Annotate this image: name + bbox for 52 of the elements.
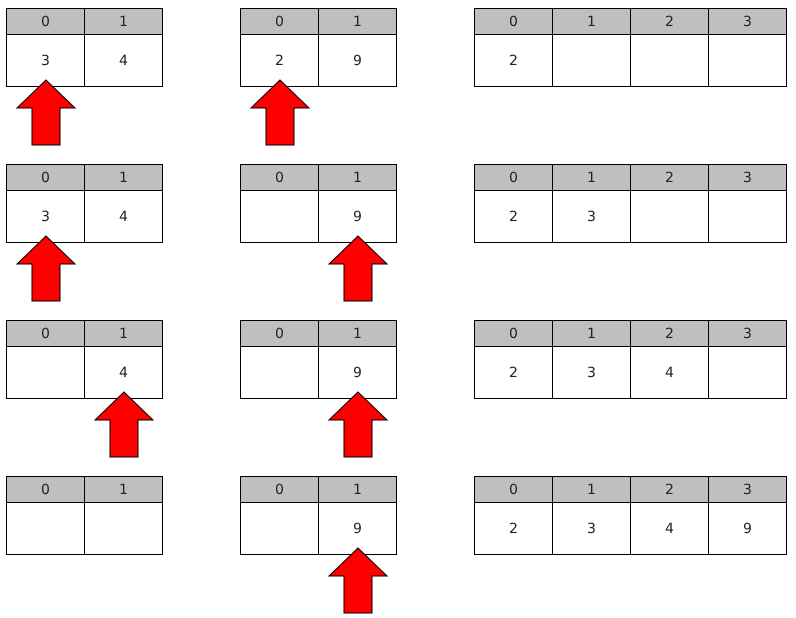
index-header: 0 — [241, 9, 318, 34]
index-header: 1 — [85, 165, 162, 190]
value-cell: 4 — [85, 347, 162, 398]
index-header: 1 — [319, 165, 396, 190]
index-header: 1 — [85, 9, 162, 34]
index-header: 3 — [709, 9, 786, 34]
index-header: 0 — [475, 9, 552, 34]
value-cell: 9 — [319, 191, 396, 242]
index-header: 0 — [241, 477, 318, 502]
value-cell: 3 — [553, 503, 630, 554]
index-header: 0 — [475, 321, 552, 346]
value-cell: 4 — [631, 347, 708, 398]
value-cell: 2 — [475, 503, 552, 554]
value-cell: 4 — [85, 191, 162, 242]
value-cell: 9 — [319, 35, 396, 86]
index-header: 3 — [709, 165, 786, 190]
index-header: 1 — [553, 321, 630, 346]
value-cell: 3 — [7, 35, 84, 86]
value-cell: 3 — [553, 347, 630, 398]
index-header: 0 — [7, 477, 84, 502]
value-cell: 3 — [553, 191, 630, 242]
index-header: 0 — [7, 321, 84, 346]
value-cell: 9 — [319, 503, 396, 554]
index-header: 3 — [709, 321, 786, 346]
index-header: 2 — [631, 321, 708, 346]
index-header: 2 — [631, 9, 708, 34]
value-cell: 9 — [319, 347, 396, 398]
index-header: 2 — [631, 165, 708, 190]
index-header: 0 — [475, 477, 552, 502]
index-header: 1 — [319, 9, 396, 34]
index-header: 1 — [553, 477, 630, 502]
value-cell: 4 — [631, 503, 708, 554]
index-header: 2 — [631, 477, 708, 502]
index-header: 1 — [85, 477, 162, 502]
index-header: 0 — [7, 9, 84, 34]
index-header: 0 — [7, 165, 84, 190]
index-header: 3 — [709, 477, 786, 502]
index-header: 1 — [319, 321, 396, 346]
index-header: 1 — [553, 165, 630, 190]
index-header: 1 — [319, 477, 396, 502]
value-cell: 9 — [709, 503, 786, 554]
index-header: 0 — [475, 165, 552, 190]
index-header: 1 — [85, 321, 162, 346]
value-cell: 2 — [475, 347, 552, 398]
index-header: 1 — [553, 9, 630, 34]
index-header: 0 — [241, 321, 318, 346]
value-cell: 3 — [7, 191, 84, 242]
index-header: 0 — [241, 165, 318, 190]
value-cell: 2 — [475, 35, 552, 86]
value-cell: 2 — [475, 191, 552, 242]
value-cell: 2 — [241, 35, 318, 86]
value-cell: 4 — [85, 35, 162, 86]
